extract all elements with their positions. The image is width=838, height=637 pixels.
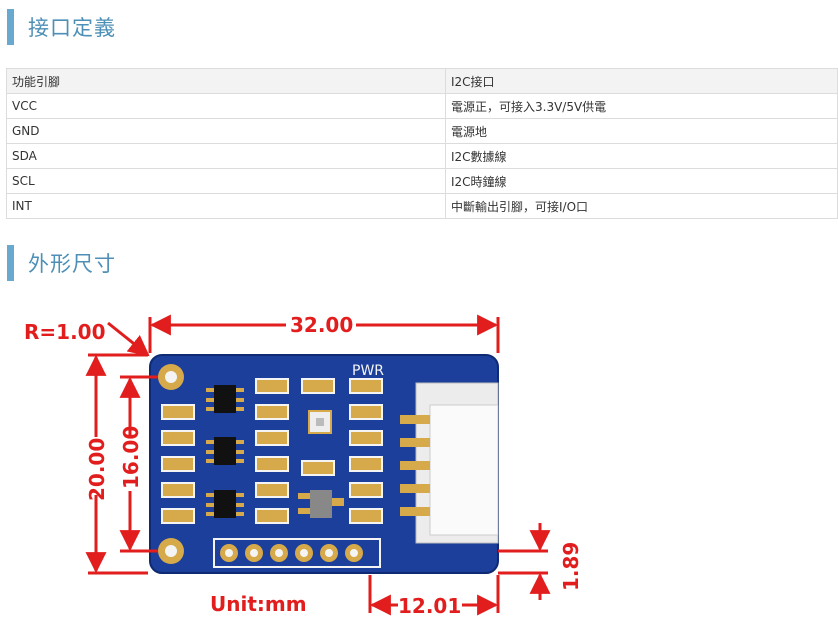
pin-name-cell: SDA — [6, 143, 446, 169]
header-cell-function: 功能引腳 — [6, 68, 446, 94]
radius-label: R=1.00 — [24, 320, 106, 344]
pin-definition-table: 功能引腳 I2C接口 VCC 電源正，可接入3.3V/5V供電 GND 電源地 … — [6, 68, 838, 219]
table-row: SDA I2C數據線 — [6, 143, 838, 169]
section-header-interface: 接口定義 — [7, 9, 116, 45]
header-pins — [220, 544, 363, 562]
section-title-dimensions: 外形尺寸 — [28, 252, 116, 276]
pin-desc-cell: 電源地 — [445, 118, 838, 144]
section-accent-bar — [7, 9, 14, 45]
pwr-silkscreen: PWR — [352, 363, 384, 379]
table-row: SCL I2C時鐘線 — [6, 168, 838, 194]
table-row: VCC 電源正，可接入3.3V/5V供電 — [6, 93, 838, 119]
table-row: GND 電源地 — [6, 118, 838, 144]
voltage-regulator — [298, 490, 344, 518]
header-outline — [213, 538, 381, 568]
ic-chips — [206, 385, 244, 518]
dimension-drawing: PWR — [24, 313, 583, 618]
pin-desc-cell: 中斷輸出引腳，可接I/O口 — [445, 193, 838, 219]
pin-name-cell: SCL — [6, 168, 446, 194]
dimension-lines — [85, 314, 551, 616]
height-inner-label: 16.00 — [119, 426, 143, 489]
pin-desc-cell: I2C數據線 — [445, 143, 838, 169]
section-accent-bar — [7, 245, 14, 281]
side-connector — [400, 382, 499, 544]
section-title-interface: 接口定義 — [28, 16, 116, 40]
pin-desc-cell: 電源正，可接入3.3V/5V供電 — [445, 93, 838, 119]
smd-pads-left — [161, 404, 195, 524]
connector-offset-label: 12.01 — [398, 594, 461, 618]
width-label: 32.00 — [290, 313, 353, 337]
table-row: INT 中斷輸出引腳，可接I/O口 — [6, 193, 838, 219]
table-header-row: 功能引腳 I2C接口 — [6, 68, 838, 94]
unit-label: Unit:mm — [210, 592, 307, 616]
pin-desc-cell: I2C時鐘線 — [445, 168, 838, 194]
height-outer-label: 20.00 — [85, 438, 109, 501]
header-cell-interface: I2C接口 — [445, 68, 838, 94]
smd-pads-middle — [255, 378, 383, 524]
edge-offset-label: 1.89 — [559, 542, 583, 591]
section-header-dimensions: 外形尺寸 — [7, 245, 116, 281]
pin-name-cell: INT — [6, 193, 446, 219]
pin-name-cell: VCC — [6, 93, 446, 119]
pin-name-cell: GND — [6, 118, 446, 144]
pcb-board: PWR — [149, 354, 499, 574]
